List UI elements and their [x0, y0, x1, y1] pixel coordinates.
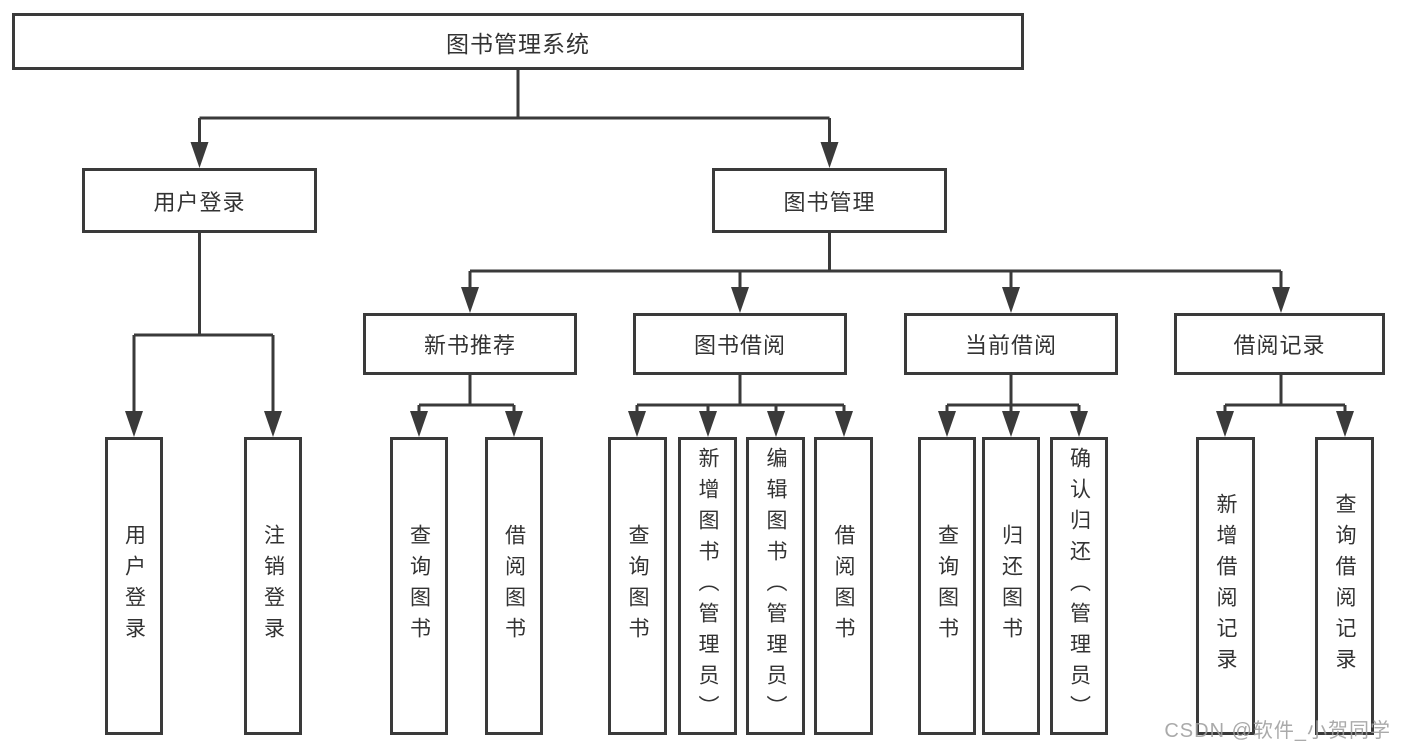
node-label: 查询图书 [407, 524, 431, 648]
leaf-query-borrow-record: 查询借阅记录 [1315, 437, 1374, 735]
connector-borrow-record-children [1216, 375, 1354, 437]
leaf-query-books-recommend: 查询图书 [390, 437, 448, 735]
leaf-query-books-current: 查询图书 [918, 437, 976, 735]
node-label: 借阅记录 [1233, 333, 1326, 358]
leaf-query-books-borrow: 查询图书 [608, 437, 667, 735]
connector-user-login-children [125, 233, 282, 437]
node-label: 新书推荐 [423, 333, 516, 358]
node-new-book-recommend: 新书推荐 [363, 313, 577, 375]
node-label: 查询图书 [935, 524, 959, 648]
node-label: 用户登录 [153, 189, 246, 215]
node-label: 当前借阅 [964, 333, 1057, 358]
leaf-add-borrow-record: 新增借阅记录 [1196, 437, 1255, 735]
node-label: 借阅图书 [832, 524, 855, 648]
node-user-login: 用户登录 [82, 168, 317, 233]
leaf-logout: 注销登录 [244, 437, 302, 735]
connector-book-borrow-children [628, 375, 853, 437]
node-label: 新增借阅记录 [1214, 493, 1237, 679]
connector-current-borrow-children [938, 375, 1088, 437]
leaf-user-login: 用户登录 [105, 437, 163, 735]
node-label: 查询图书 [626, 524, 649, 648]
connector-book-mgmt-children [461, 233, 1290, 313]
node-label: 确认归还（管理员） [1067, 446, 1091, 726]
leaf-edit-book-admin: 编辑图书（管理员） [746, 437, 805, 735]
node-label: 编辑图书（管理员） [764, 446, 787, 726]
node-borrow-records: 借阅记录 [1174, 313, 1385, 375]
connector-root-to-level2 [190, 70, 839, 168]
leaf-borrow-books-recommend: 借阅图书 [485, 437, 543, 735]
connector-new-book-children [410, 375, 523, 437]
node-root-system: 图书管理系统 [12, 13, 1024, 70]
leaf-add-book-admin: 新增图书（管理员） [678, 437, 737, 735]
node-label: 图书借阅 [693, 333, 786, 358]
leaf-return-book: 归还图书 [982, 437, 1040, 735]
node-book-borrow: 图书借阅 [633, 313, 847, 375]
node-label: 查询借阅记录 [1333, 493, 1356, 679]
leaf-confirm-return-admin: 确认归还（管理员） [1050, 437, 1108, 735]
node-current-borrow: 当前借阅 [904, 313, 1118, 375]
node-label: 图书管理系统 [446, 30, 590, 57]
node-label: 新增图书（管理员） [696, 446, 719, 726]
node-label: 注销登录 [261, 524, 285, 648]
node-book-management: 图书管理 [712, 168, 947, 233]
node-label: 归还图书 [999, 524, 1023, 648]
leaf-borrow-books: 借阅图书 [814, 437, 873, 735]
node-label: 图书管理 [783, 189, 876, 215]
node-label: 借阅图书 [502, 524, 526, 648]
csdn-watermark: CSDN @软件_小贺同学 [1164, 720, 1391, 742]
node-label: 用户登录 [122, 524, 146, 648]
